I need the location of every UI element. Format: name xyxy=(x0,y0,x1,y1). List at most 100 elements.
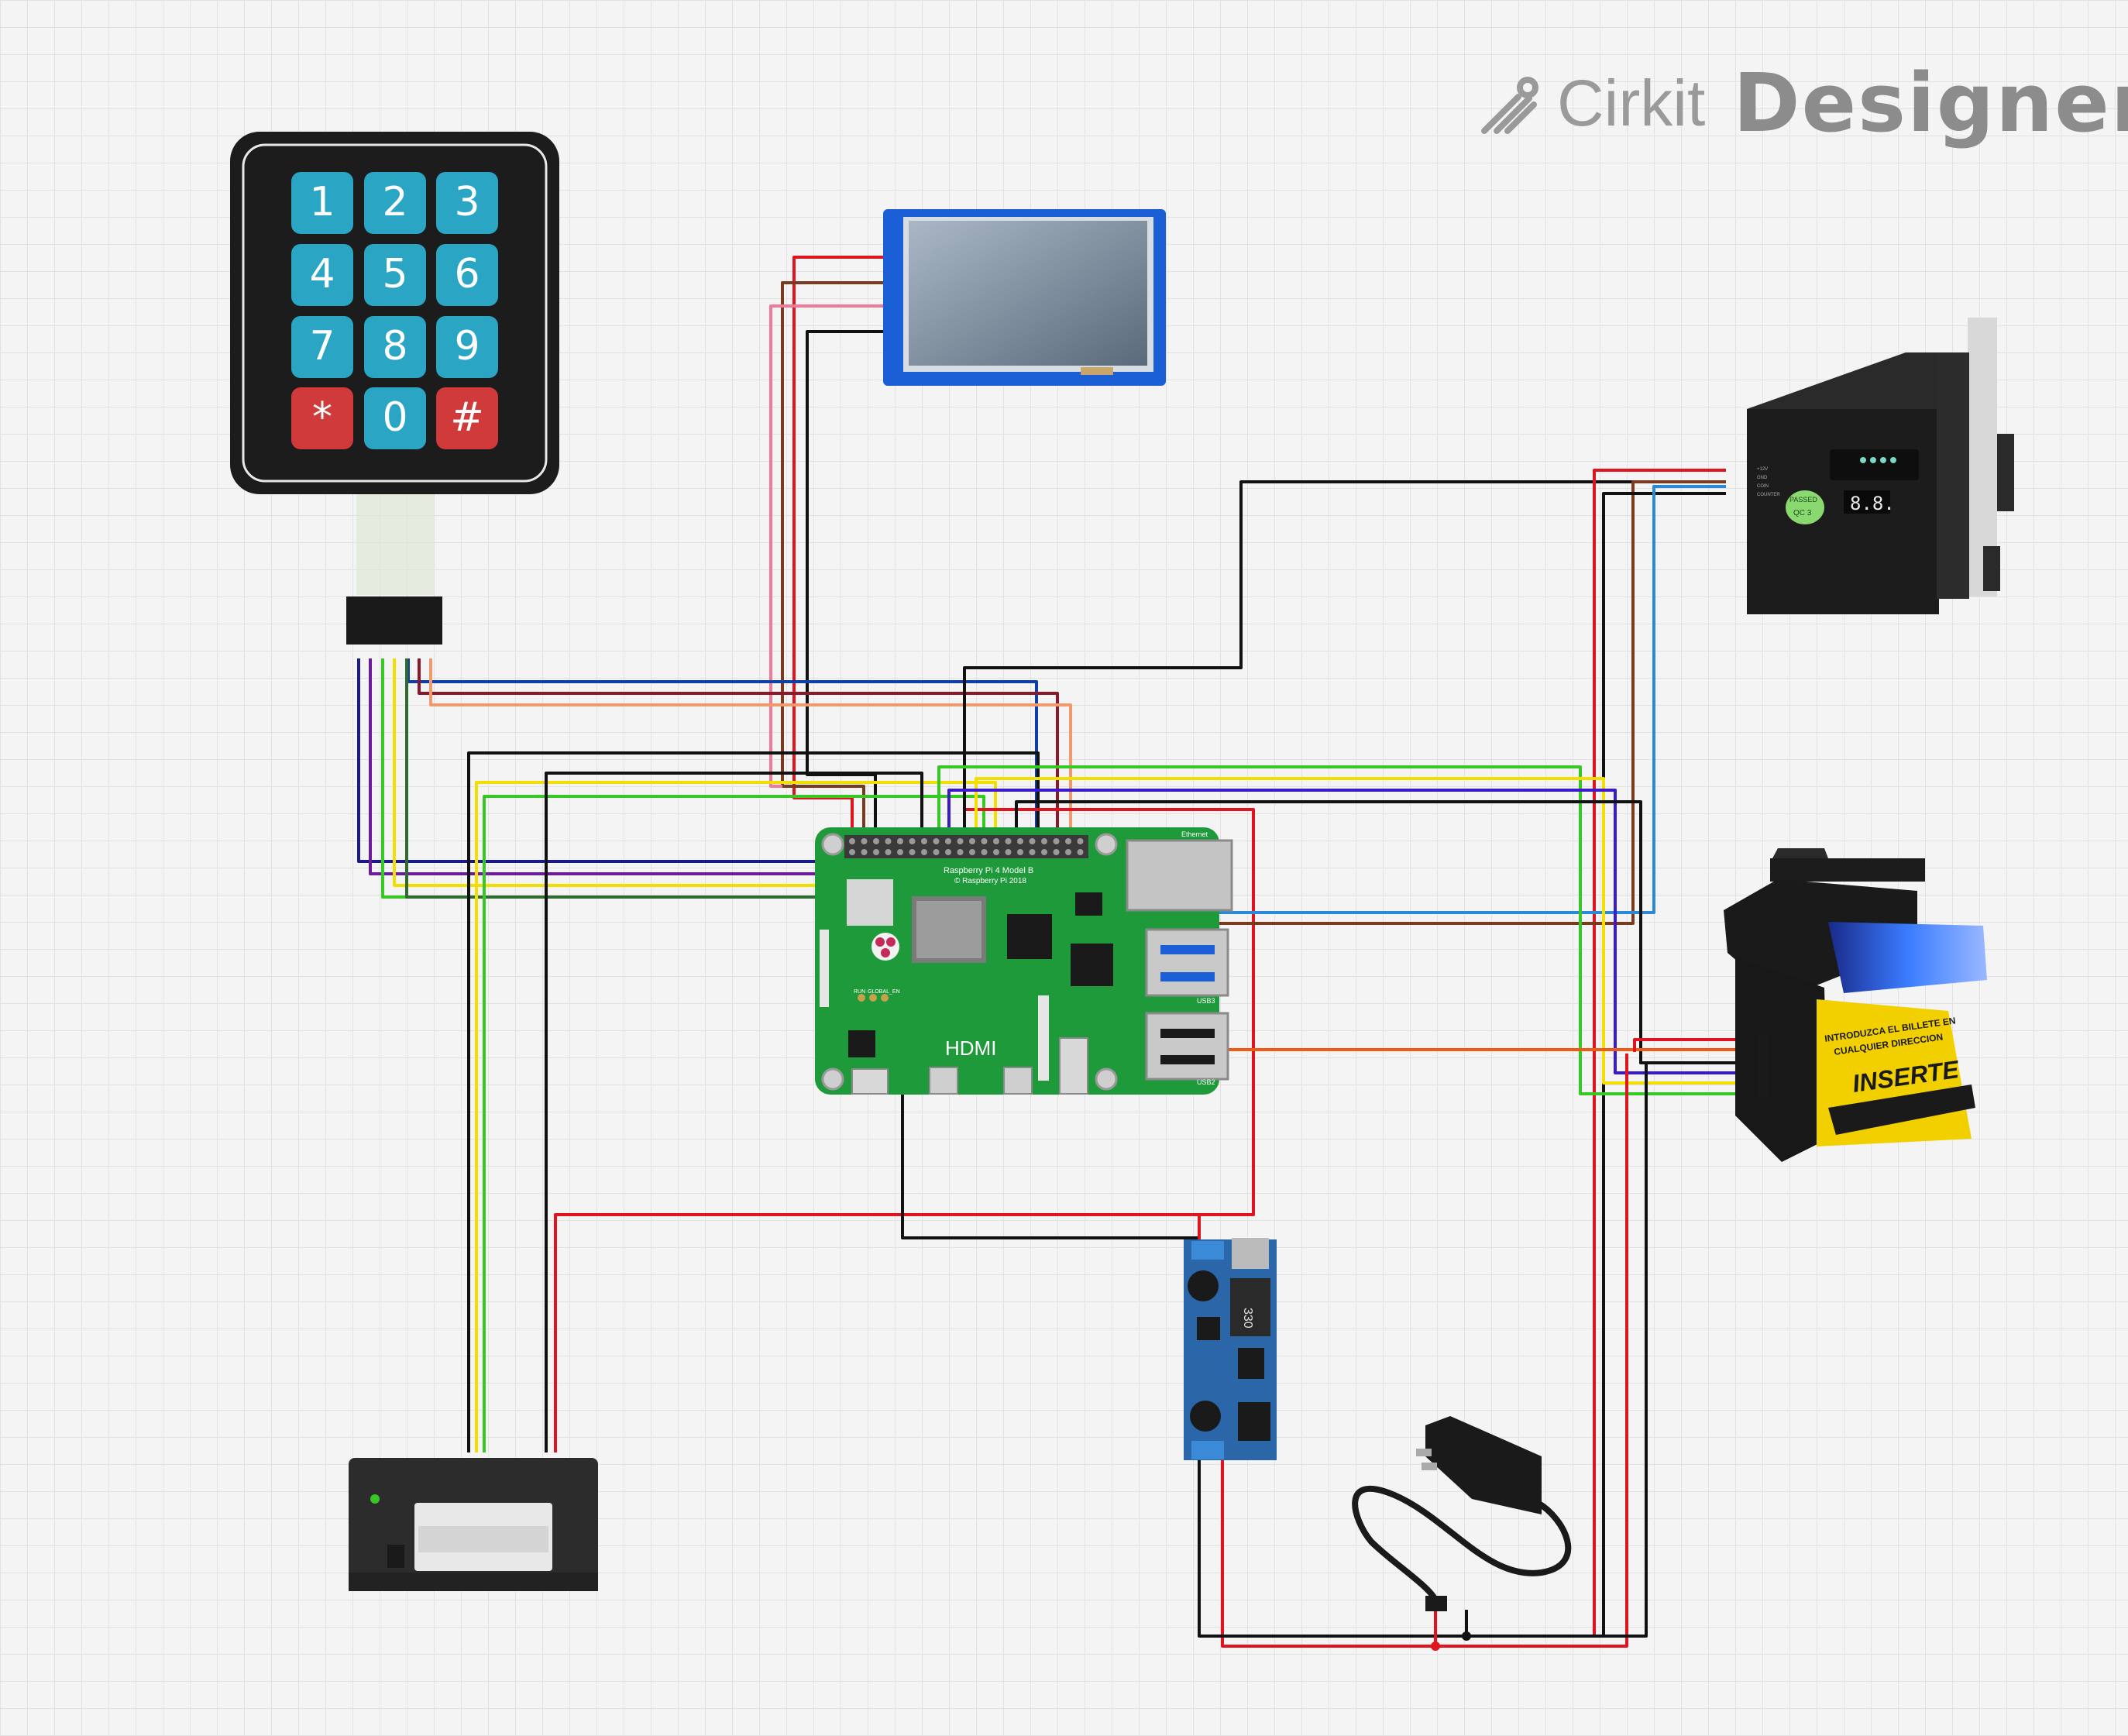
junction-dot xyxy=(1431,1641,1440,1651)
wire-keypad-navy[interactable] xyxy=(357,658,1036,863)
wire-coin-black[interactable] xyxy=(963,480,1726,840)
gpio-pin[interactable] xyxy=(1053,849,1060,855)
gpio-pin[interactable] xyxy=(969,838,975,844)
gpio-pin[interactable] xyxy=(981,849,988,855)
wire-keypad-maroon[interactable] xyxy=(418,658,1059,840)
gpio-pin[interactable] xyxy=(969,849,975,855)
gpio-pin[interactable] xyxy=(885,838,892,844)
coin-led-panel xyxy=(1830,449,1919,480)
wire-lcd-black[interactable] xyxy=(806,330,883,840)
gpio-pin[interactable] xyxy=(897,838,903,844)
gpio-pin[interactable] xyxy=(849,849,855,855)
pi-pad xyxy=(869,994,877,1002)
gpio-pin[interactable] xyxy=(849,838,855,844)
gpio-pin[interactable] xyxy=(1065,838,1071,844)
keypad-key[interactable] xyxy=(436,172,498,234)
keypad-key[interactable] xyxy=(291,172,353,234)
gpio-pin[interactable] xyxy=(1017,849,1023,855)
wire-bill-yellow[interactable] xyxy=(975,777,1758,1085)
wire-bill-purple[interactable] xyxy=(947,789,1758,1074)
gpio-pin[interactable] xyxy=(933,849,940,855)
wire-keypad-blue[interactable] xyxy=(407,658,1038,840)
keypad-key-label: 6 xyxy=(454,251,480,297)
gpio-pin[interactable] xyxy=(1005,838,1012,844)
keypad-key[interactable] xyxy=(364,244,426,306)
wire-lcd-brown[interactable] xyxy=(781,281,883,840)
wire-keypad-salmon[interactable] xyxy=(429,658,1072,840)
gpio-pin[interactable] xyxy=(873,838,879,844)
gpio-pin[interactable] xyxy=(1053,838,1060,844)
gpio-pin[interactable] xyxy=(1041,849,1047,855)
gpio-pin[interactable] xyxy=(933,838,940,844)
wire-keypad-dkgreen[interactable] xyxy=(405,658,875,899)
keypad-key[interactable] xyxy=(436,316,498,378)
printer-status-led xyxy=(370,1494,380,1504)
pi-usb3-tongue xyxy=(1160,972,1215,981)
buck-converter[interactable]: 330 xyxy=(1184,1238,1277,1460)
gpio-pin[interactable] xyxy=(1029,849,1036,855)
wire-buck-red[interactable] xyxy=(1198,1213,1253,1243)
gpio-pin[interactable] xyxy=(1077,849,1084,855)
bill-acceptor[interactable]: INTRODUZCA EL BILLETE EN CUALQUIER DIREC… xyxy=(1724,848,1987,1162)
gpio-pin[interactable] xyxy=(921,849,927,855)
gpio-pin[interactable] xyxy=(945,838,951,844)
thermal-printer[interactable] xyxy=(349,1458,598,1591)
wire-coin-black2[interactable] xyxy=(1602,492,1726,1635)
gpio-pin[interactable] xyxy=(897,849,903,855)
gpio-pin[interactable] xyxy=(957,838,964,844)
wire-coin-red[interactable] xyxy=(1593,469,1726,1635)
pi-model-label: Raspberry Pi 4 Model B xyxy=(944,866,1033,875)
gpio-pin[interactable] xyxy=(993,849,999,855)
bill-connector xyxy=(1758,1034,1768,1096)
keypad-key[interactable] xyxy=(364,172,426,234)
brand-bold-text: Designer xyxy=(1733,56,2128,150)
wire-lcd-pink[interactable] xyxy=(769,304,883,788)
wire-bus-red[interactable] xyxy=(1221,1054,1628,1648)
keypad-key[interactable] xyxy=(364,387,426,449)
keypad-key[interactable] xyxy=(291,387,353,449)
wire-printer-black2[interactable] xyxy=(545,772,923,1452)
gpio-pin[interactable] xyxy=(981,838,988,844)
gpio-pin[interactable] xyxy=(1017,838,1023,844)
gpio-pin[interactable] xyxy=(1041,838,1047,844)
wire-printer-yellow[interactable] xyxy=(475,781,997,1452)
coin-acceptor[interactable]: PASSED QC 3 8.8. +12V GND COIN COUNTER xyxy=(1747,318,2014,614)
printer-button xyxy=(387,1545,404,1568)
raspberry-pi-4[interactable]: Raspberry Pi 4 Model B © Raspberry Pi 20… xyxy=(815,827,1233,1095)
gpio-pin[interactable] xyxy=(861,838,868,844)
wire-bill-black[interactable] xyxy=(1015,800,1758,1064)
gpio-pin[interactable] xyxy=(1065,849,1071,855)
gpio-pin[interactable] xyxy=(945,849,951,855)
buck-input-terminal xyxy=(1191,1241,1224,1260)
keypad-key[interactable] xyxy=(364,316,426,378)
wire-bus-black[interactable] xyxy=(1198,1063,1648,1638)
wire-bill-green[interactable] xyxy=(937,765,1758,1095)
gpio-pin[interactable] xyxy=(1029,838,1036,844)
keypad-key[interactable] xyxy=(291,316,353,378)
keypad-key[interactable] xyxy=(436,387,498,449)
gpio-pin[interactable] xyxy=(957,849,964,855)
wire-bill-red[interactable] xyxy=(1633,1038,1758,1052)
power-adapter[interactable] xyxy=(1352,1416,1572,1611)
wire-printer-green[interactable] xyxy=(483,795,985,1452)
gpio-pin[interactable] xyxy=(993,838,999,844)
gpio-pin[interactable] xyxy=(885,849,892,855)
tft-lcd-display[interactable] xyxy=(883,209,1166,386)
junction-dot xyxy=(1462,1631,1471,1641)
pi-run-label: RUN xyxy=(854,989,865,995)
wire-printer-black1[interactable] xyxy=(467,751,1040,1452)
keypad-key[interactable] xyxy=(291,244,353,306)
keypad-key-label: 4 xyxy=(309,251,335,297)
gpio-pin[interactable] xyxy=(861,849,868,855)
coin-faceplate-inner xyxy=(1937,352,1969,599)
gpio-pin[interactable] xyxy=(873,849,879,855)
pi-microhdmi-0 xyxy=(929,1067,958,1095)
gpio-pin[interactable] xyxy=(909,838,916,844)
gpio-pin[interactable] xyxy=(1077,838,1084,844)
gpio-pin[interactable] xyxy=(1005,849,1012,855)
gpio-pin[interactable] xyxy=(909,849,916,855)
gpio-pin[interactable] xyxy=(921,838,927,844)
keypad-key[interactable] xyxy=(436,244,498,306)
adapter-plug xyxy=(1425,1596,1447,1611)
